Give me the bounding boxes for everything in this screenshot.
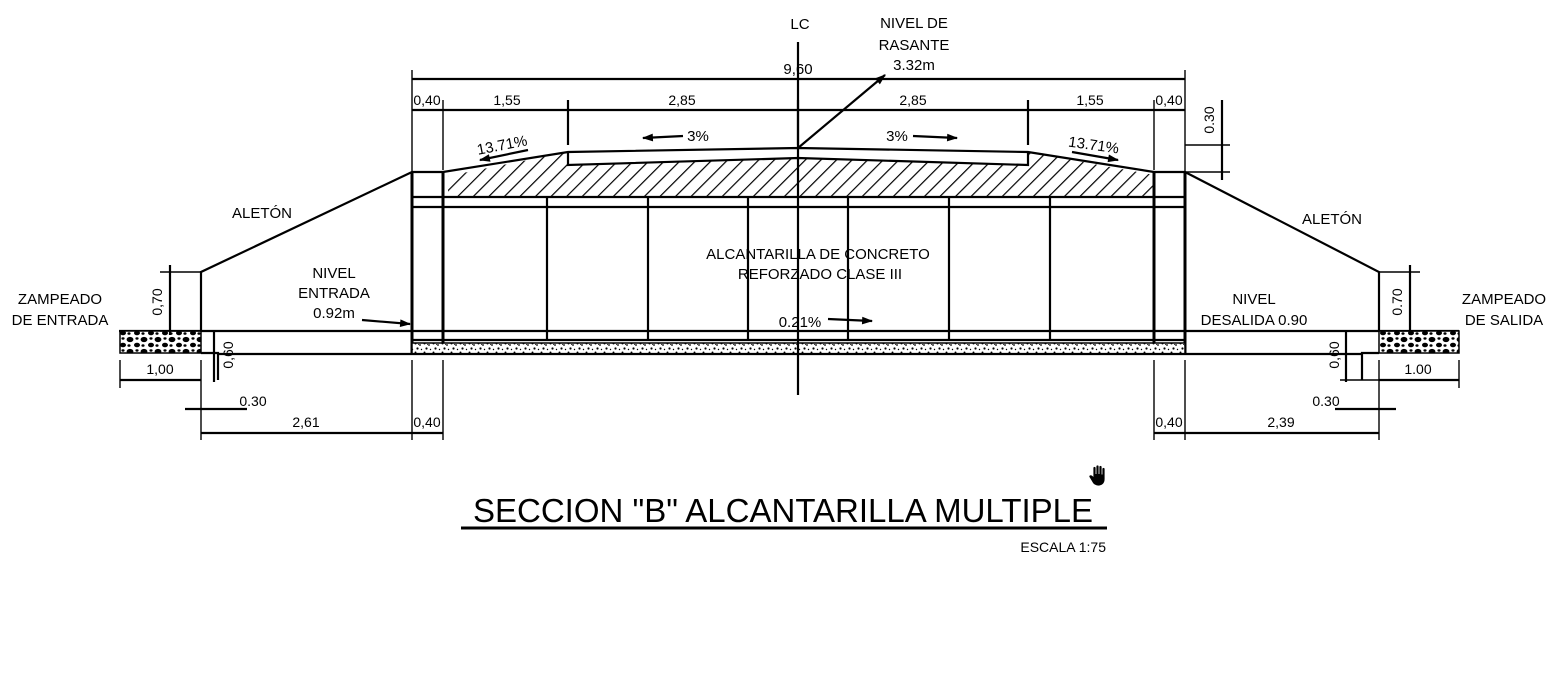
culvert-label-1: ALCANTARILLA DE CONCRETO xyxy=(706,246,930,263)
inlet-level-value: 0.92m xyxy=(313,305,355,322)
centerline-label: LC xyxy=(790,16,809,33)
dim-wing-height-right: 0.70 xyxy=(1389,288,1405,315)
dim-toe-right: 0.30 xyxy=(1312,393,1339,409)
dim-top-4: 2,85 xyxy=(899,92,926,108)
dim-top-2: 1,55 xyxy=(493,92,520,108)
apron-left-label-1: ZAMPEADO xyxy=(18,291,102,308)
slope-shoulder-right: 13.71% xyxy=(1067,134,1120,158)
side-dimensions xyxy=(119,265,1460,440)
dim-apron-left: 1,00 xyxy=(146,361,173,377)
dim-wing-height-left: 0,70 xyxy=(149,288,165,315)
dim-top-3: 2,85 xyxy=(668,92,695,108)
hand-cursor-icon xyxy=(1088,464,1106,487)
dim-wall-left: 0,40 xyxy=(413,414,440,430)
dim-toe-left: 0.30 xyxy=(239,393,266,409)
grade-level-label-1: NIVEL DE xyxy=(880,15,948,32)
dim-wing-base-right: 2,39 xyxy=(1267,414,1294,430)
dim-apron-depth-right: 0,60 xyxy=(1326,341,1342,368)
inlet-level-label-1: NIVEL xyxy=(312,265,355,282)
apron-right-label-1: ZAMPEADO xyxy=(1462,291,1546,308)
culvert-label-2: REFORZADO CLASE III xyxy=(738,266,902,283)
total-width-dimension: 9,60 xyxy=(783,61,812,78)
slope-road-left: 3% xyxy=(687,128,709,145)
dim-top-5: 1,55 xyxy=(1076,92,1103,108)
drawing-title: SECCION "B" ALCANTARILLA MULTIPLE xyxy=(473,492,1093,529)
slope-arrows xyxy=(361,74,1120,328)
culvert-structure xyxy=(119,42,1459,395)
drawing-scale: ESCALA 1:75 xyxy=(1020,539,1106,555)
wingwall-right-label: ALETÓN xyxy=(1302,211,1362,228)
grade-level-value: 3.32m xyxy=(893,57,935,74)
slope-culvert: 0.21% xyxy=(779,314,822,331)
slope-road-right: 3% xyxy=(886,128,908,145)
apron-left-label-2: DE ENTRADA xyxy=(12,312,109,329)
dim-fill-height: 0.30 xyxy=(1201,106,1217,133)
aprons xyxy=(119,330,1460,381)
dim-top-6: 0,40 xyxy=(1155,92,1182,108)
wingwall-left-label: ALETÓN xyxy=(232,205,292,222)
dim-apron-right: 1.00 xyxy=(1404,361,1431,377)
dim-apron-depth-left: 0,60 xyxy=(220,341,236,368)
dim-wing-base-left: 2,61 xyxy=(292,414,319,430)
dim-wall-right: 0,40 xyxy=(1155,414,1182,430)
inlet-level-label-2: ENTRADA xyxy=(298,285,370,302)
outlet-level-label-2: DESALIDA 0.90 xyxy=(1201,312,1308,329)
dim-top-1: 0,40 xyxy=(413,92,440,108)
outlet-level-label-1: NIVEL xyxy=(1232,291,1275,308)
grade-level-label-2: RASANTE xyxy=(879,37,950,54)
apron-right-label-2: DE SALIDA xyxy=(1465,312,1543,329)
